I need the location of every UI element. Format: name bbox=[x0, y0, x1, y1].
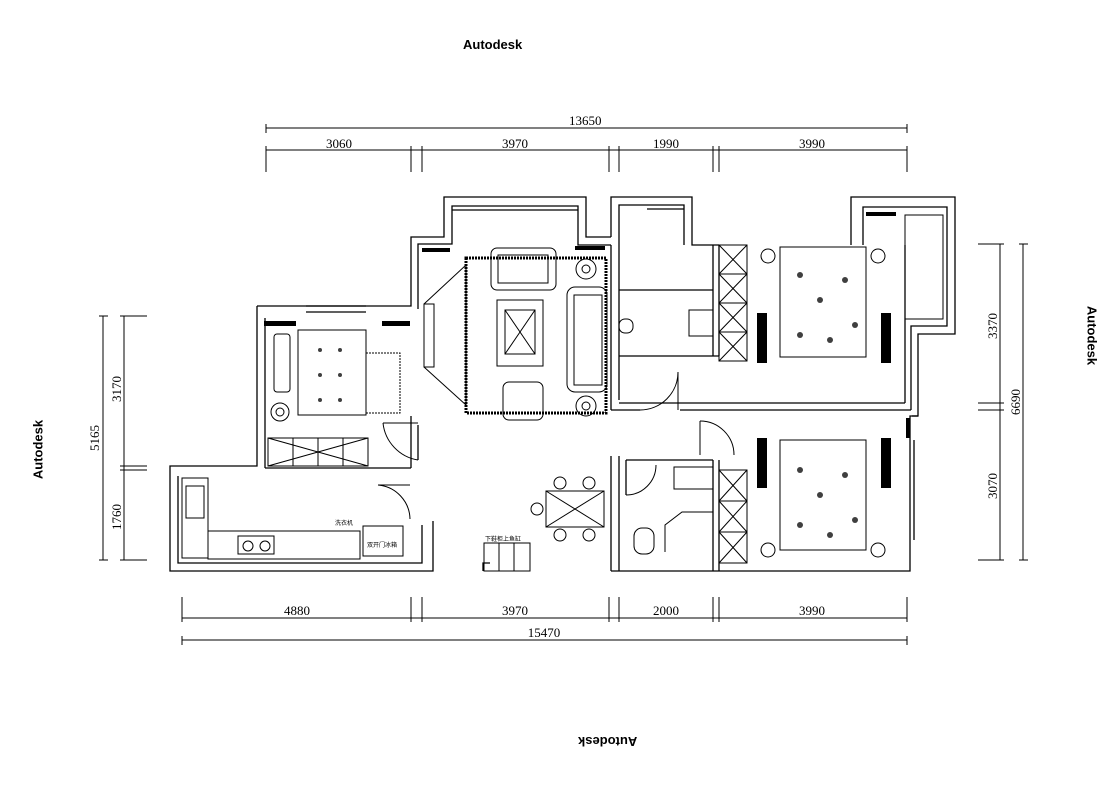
left-bedroom bbox=[270, 329, 401, 422]
dim-right-total: 6690 bbox=[1008, 389, 1023, 415]
doors bbox=[377, 371, 735, 520]
right-dimension-chain bbox=[978, 243, 1028, 561]
dim-left-seg-2: 1760 bbox=[109, 504, 124, 530]
dim-top-total: 13650 bbox=[569, 113, 602, 128]
dim-left-total: 5165 bbox=[87, 425, 102, 451]
dim-bottom-seg-2: 3970 bbox=[502, 603, 528, 618]
label-fridge: 双开门冰箱 bbox=[367, 541, 397, 549]
dim-top-seg-4: 3990 bbox=[799, 136, 825, 151]
wardrobes bbox=[718, 244, 748, 564]
label-shoe-cabinet: 下鞋柜上鱼缸 bbox=[485, 535, 521, 543]
dim-top-seg-1: 3060 bbox=[326, 136, 352, 151]
bed-pattern bbox=[318, 272, 858, 538]
dim-bottom-seg-4: 3990 bbox=[799, 603, 825, 618]
dim-top-seg-3: 1990 bbox=[653, 136, 679, 151]
bathrooms bbox=[618, 309, 714, 555]
outer-walls bbox=[169, 196, 956, 572]
dim-bottom-seg-3: 2000 bbox=[653, 603, 679, 618]
label-washing-machine: 洗衣机 bbox=[335, 519, 353, 527]
dim-top-seg-2: 3970 bbox=[502, 136, 528, 151]
top-dimension-chain bbox=[265, 124, 908, 172]
dim-right-seg-1: 3370 bbox=[985, 313, 1000, 339]
dim-left-seg-1: 3170 bbox=[109, 376, 124, 402]
watermark-top: Autodesk bbox=[463, 37, 523, 52]
bottom-dimension-chain bbox=[181, 597, 908, 645]
kitchen bbox=[181, 437, 404, 560]
dim-bottom-total: 15470 bbox=[528, 625, 561, 640]
left-dimension-chain bbox=[99, 315, 147, 561]
right-beds bbox=[760, 214, 944, 558]
dark-fills bbox=[264, 212, 910, 488]
dim-bottom-seg-1: 4880 bbox=[284, 603, 310, 618]
living-room-furniture bbox=[423, 247, 608, 421]
dining-table bbox=[483, 476, 605, 572]
dim-right-seg-2: 3070 bbox=[985, 473, 1000, 499]
